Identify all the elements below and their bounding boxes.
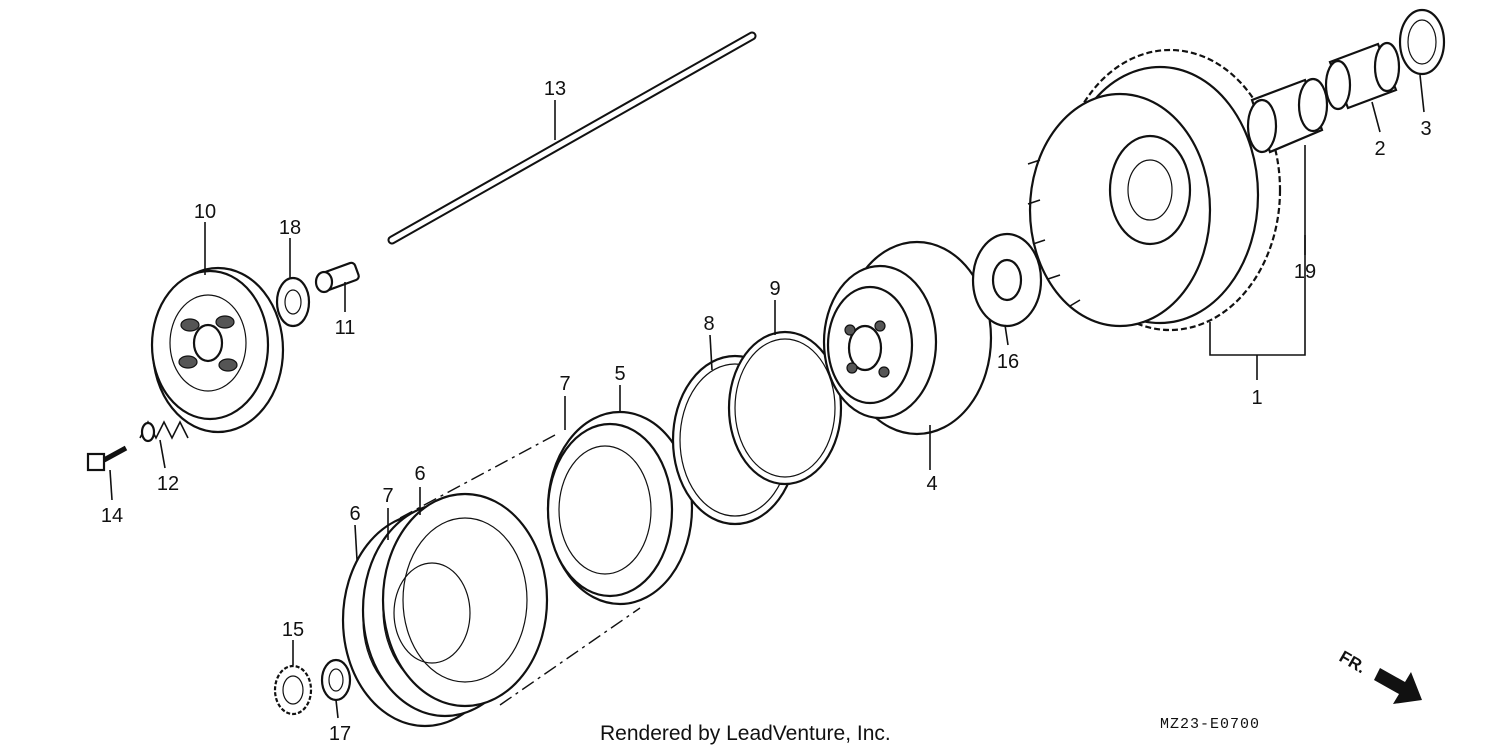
part-friction-disc[interactable]	[546, 410, 694, 606]
callout-6a: 6	[414, 463, 425, 485]
callout-14: 14	[101, 505, 123, 527]
callout-7b: 7	[382, 485, 393, 507]
callout-11: 11	[335, 317, 356, 339]
assembly-line-lower	[499, 607, 641, 706]
callout-7a: 7	[559, 373, 570, 395]
part-lifter-piece[interactable]	[314, 261, 360, 294]
callout-15: 15	[282, 619, 304, 641]
part-washer-small[interactable]	[1398, 8, 1446, 76]
part-pressure-plate[interactable]	[150, 266, 285, 434]
front-label: FR.	[1336, 647, 1369, 677]
callout-3: 3	[1420, 118, 1431, 140]
part-spring-seat[interactable]	[727, 330, 843, 486]
part-lock-nut[interactable]	[273, 664, 313, 716]
part-bolt[interactable]	[86, 445, 128, 472]
callout-6b: 6	[349, 503, 360, 525]
rendered-by-credit: Rendered by LeadVenture, Inc.	[600, 722, 891, 745]
leader-lines	[109, 74, 1425, 719]
part-clutch-outer[interactable]	[1027, 48, 1282, 332]
callout-10: 10	[194, 201, 216, 223]
callout-4: 4	[926, 473, 937, 495]
part-clutch-center[interactable]	[822, 240, 993, 436]
part-needle-bearing[interactable]	[1246, 77, 1329, 154]
callout-18: 18	[279, 217, 301, 239]
front-direction-indicator: FR.	[1336, 647, 1422, 704]
diagram-code: MZ23-E0700	[1160, 716, 1260, 733]
callout-5: 5	[614, 363, 625, 385]
part-thrust-washer[interactable]	[971, 232, 1043, 328]
part-spring[interactable]	[139, 420, 189, 443]
part-clutch-disc-stack[interactable]	[341, 492, 549, 728]
callout-9: 9	[769, 278, 780, 300]
callout-12: 12	[157, 473, 179, 495]
callout-19: 19	[1294, 261, 1316, 283]
part-collar[interactable]	[1324, 41, 1401, 111]
callout-2: 2	[1374, 138, 1385, 160]
callout-17: 17	[329, 723, 351, 745]
callout-1: 1	[1251, 387, 1262, 409]
callout-13: 13	[544, 78, 566, 100]
part-bearing[interactable]	[275, 276, 311, 328]
part-push-rod[interactable]	[387, 31, 757, 245]
callout-16: 16	[997, 351, 1019, 373]
callout-8: 8	[703, 313, 714, 335]
part-lock-washer[interactable]	[320, 658, 352, 702]
assembly-line-upper	[399, 434, 556, 519]
callout-labels: 1 2 3 4 5 6 6 7 7 8 9 10 11 12 13 14 15 …	[101, 78, 1432, 745]
front-arrow-icon	[1374, 668, 1422, 704]
